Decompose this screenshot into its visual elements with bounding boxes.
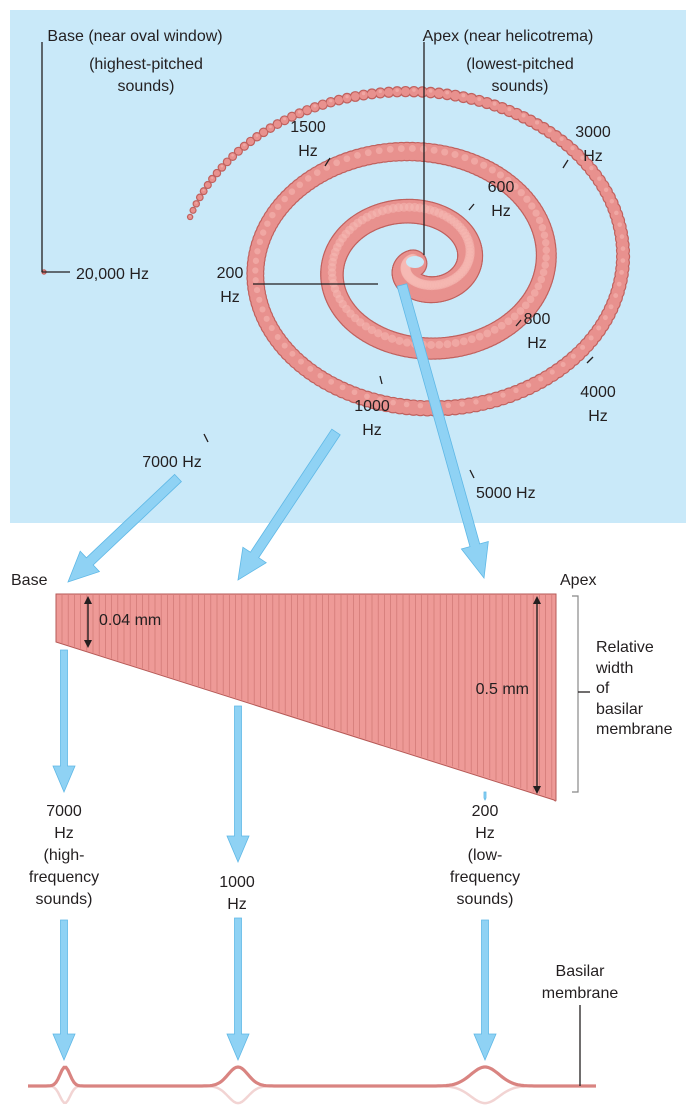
relative-width-label: Relative width of basilar membrane [596, 639, 673, 738]
response-label-7000: 7000 Hz (high- frequency sounds) [28, 803, 100, 908]
basilar-wave-reflection [28, 1084, 596, 1105]
freq-label-3000: 3000 Hz [575, 124, 611, 165]
arrow-1000-to-membrane [237, 428, 341, 581]
membrane-apex-label: Apex [560, 572, 597, 589]
marker-3000-tick [562, 159, 569, 169]
freq-label-600: 600 Hz [487, 179, 515, 220]
freq-label-1000: 1000 Hz [354, 398, 390, 439]
width-bracket [572, 595, 579, 793]
membrane-body [55, 593, 557, 802]
arrow-mid-down [226, 705, 250, 864]
marker-1500-tick [324, 157, 331, 167]
freq-label-200: 200 Hz [216, 265, 244, 306]
arrow-7000-to-membrane [67, 473, 182, 583]
arrow-200-to-membrane [396, 283, 489, 580]
marker-1000-tick [379, 375, 383, 385]
base-width-arrow [84, 596, 92, 648]
marker-600-tick [468, 203, 475, 211]
freq-label-5000: 5000 Hz [476, 485, 536, 502]
membrane-base-label: Base [11, 572, 48, 589]
freq-label-20000: 20,000 Hz [76, 266, 149, 283]
arrow-7000-to-wave [52, 919, 76, 1062]
cochlea-spiral [41, 85, 631, 417]
apex-width-label: 0.5 mm [475, 681, 529, 698]
helicotrema-opening [406, 256, 424, 268]
freq-label-7000: 7000 Hz [142, 454, 202, 471]
arrow-apex-stub [483, 791, 487, 801]
freq-label-4000: 4000 Hz [580, 384, 616, 425]
apex-sublabel: (lowest-pitched sounds) [466, 56, 574, 95]
marker-5000-tick [469, 469, 475, 479]
base-width-label: 0.04 mm [99, 612, 162, 629]
base-sublabel: (highest-pitched sounds) [89, 56, 203, 95]
arrow-200-to-wave [473, 919, 497, 1062]
arrow-base-down [52, 649, 76, 794]
marker-4000-tick [586, 356, 594, 364]
apex-width-arrow [533, 596, 541, 794]
freq-label-800: 800 Hz [523, 311, 551, 352]
marker-7000-tick [203, 433, 209, 443]
freq-label-1500: 1500 Hz [290, 119, 326, 160]
basilar-wave [28, 1065, 596, 1088]
arrow-1000-to-wave [226, 917, 250, 1062]
response-label-200: 200 Hz (low- frequency sounds) [449, 803, 521, 908]
marker-800-tick [515, 319, 522, 327]
basilar-membrane-label: Basilar membrane [541, 963, 619, 1002]
basilar-membrane-strip [55, 593, 557, 802]
response-label-1000: 1000 Hz [219, 874, 255, 913]
base-label: Base (near oval window) [47, 28, 223, 45]
apex-label: Apex (near helicotrema) [422, 28, 594, 45]
